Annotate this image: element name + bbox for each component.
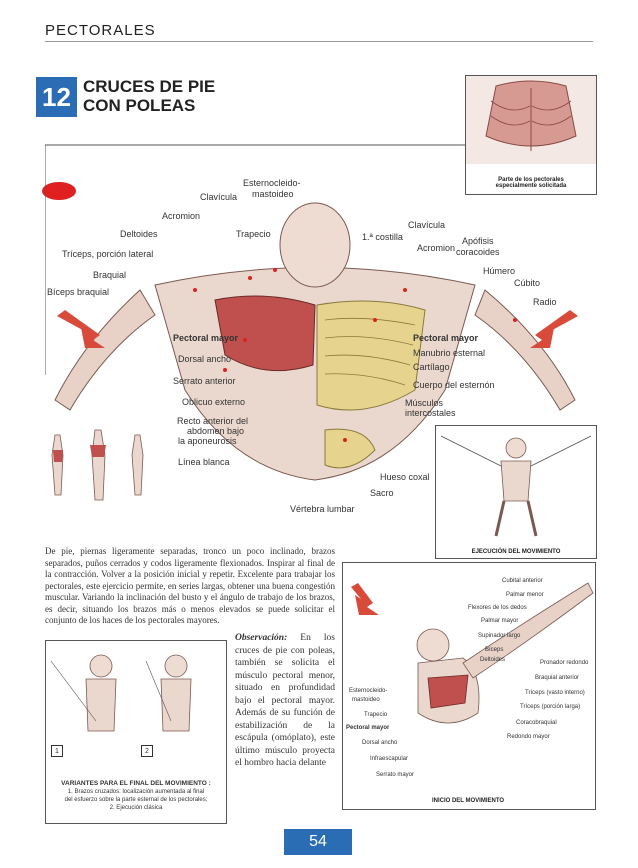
label-linea: Línea blanca [178, 457, 230, 467]
variants-caption-1b: del esfuerzo sobre la parte esternal de … [64, 797, 208, 803]
start-label-cubital: Cubital anterior [502, 578, 543, 584]
label-manubrio: Manubrio esternal [413, 348, 486, 358]
variants-caption-1: 1. Brazos cruzados: localización aumenta… [67, 789, 205, 795]
inset-execution: EJECUCIÓN DEL MOVIMIENTO [435, 425, 597, 559]
start-label-supinador: Supinador largo [478, 633, 521, 639]
start-label-deltoides: Deltoides [480, 657, 506, 663]
start-label-infra: Infraescapular [370, 756, 409, 762]
label-recto-3: la aponeurosis [178, 436, 237, 446]
label-dorsal: Dorsal ancho [178, 354, 232, 364]
variants-caption-title: VARIANTES PARA EL FINAL DEL MOVIMIENTO : [61, 780, 211, 787]
description-paragraph: De pie, piernas ligeramente separadas, t… [45, 546, 335, 625]
label-deltoides: Deltoides [120, 229, 158, 239]
label-vertebra: Vértebra lumbar [290, 504, 355, 514]
observation-text: En los cruces de pie con poleas, también… [235, 633, 335, 768]
label-trapecio: Trapecio [236, 229, 271, 239]
start-label-trapecio: Trapecio [364, 712, 388, 718]
label-costilla: 1.ª costilla [362, 232, 403, 242]
variants-illustration [50, 654, 192, 732]
variants-caption: VARIANTES PARA EL FINAL DEL MOVIMIENTO :… [46, 780, 226, 812]
small-muscle-figures [51, 429, 144, 501]
execution-caption: EJECUCIÓN DEL MOVIMIENTO [471, 549, 561, 555]
label-clavicula-right: Clavícula [408, 220, 446, 230]
label-sacro: Sacro [370, 488, 394, 498]
variant-tag-2: 2 [141, 745, 153, 757]
label-serrato: Serrato anterior [173, 376, 236, 386]
variant-tag-1: 1 [51, 745, 63, 757]
inset-caption: Parte de los pectorales especialmente so… [466, 177, 596, 189]
label-pectoral-mayor-right: Pectoral mayor [413, 333, 479, 343]
exercise-title-line2: CON POLEAS [83, 96, 196, 115]
section-header: PECTORALES [45, 22, 156, 39]
inset-caption-line1: Parte de los pectorales [498, 177, 564, 183]
label-clavicula-left: Clavícula [200, 192, 238, 202]
start-label-esterno-1: Esternocleido- [349, 688, 388, 694]
start-label-triceps-larga: Tríceps (porción larga) [520, 704, 581, 710]
execution-illustration [440, 435, 592, 537]
label-musculos-2: intercostales [405, 408, 456, 418]
chest-highlight-illustration [466, 76, 596, 164]
start-movement-illustration [351, 582, 594, 724]
label-triceps-lateral: Tríceps, porción lateral [62, 249, 154, 259]
inset-variants: 1 2 VARIANTES PARA EL FINAL DEL MOVIMIEN… [45, 640, 227, 824]
inset-caption-line2: especialmente solicitada [495, 183, 567, 189]
page-number: 54 [284, 829, 352, 855]
start-label-pectoral: Pectoral mayor [346, 725, 390, 731]
exercise-number-badge: 12 [36, 77, 77, 117]
start-label-coraco: Coracobraquial [516, 720, 557, 726]
label-acromion-left: Acromion [162, 211, 201, 221]
label-humero: Húmero [483, 266, 516, 276]
label-braquial: Braquial [93, 270, 127, 280]
start-label-serrato: Serrato mayor [376, 772, 415, 778]
label-oblicuo: Oblicuo externo [182, 397, 246, 407]
main-anatomy-illustration [54, 202, 578, 481]
header-divider [45, 41, 593, 42]
label-musculos-1: Músculos [405, 398, 444, 408]
inset-pectoral-highlight: Parte de los pectorales especialmente so… [465, 75, 597, 195]
start-label-redondo: Redondo mayor [507, 734, 550, 740]
label-apofisis: Apófisis [462, 236, 494, 246]
start-label-esterno-2: mastoideo [352, 697, 380, 703]
label-pectoral-mayor-left: Pectoral mayor [173, 333, 239, 343]
label-esterno-2: mastoideo [252, 189, 294, 199]
label-cubito: Cúbito [514, 278, 541, 288]
label-cartilago: Cartílago [413, 362, 450, 372]
label-cuerpo: Cuerpo del esternón [413, 380, 495, 390]
start-label-braquial: Braquial anterior [535, 675, 580, 681]
start-label-biceps: Bíceps [485, 647, 504, 653]
start-label-triceps-vasto: Tríceps (vasto interno) [525, 690, 585, 696]
start-label-palmar-mayor: Palmar mayor [481, 618, 519, 624]
start-label-flexores: Flexores de los dedos [468, 605, 527, 611]
start-caption: INICIO DEL MOVIMIENTO [431, 798, 505, 804]
exercise-title: CRUCES DE PIE CON POLEAS [83, 77, 253, 115]
exercise-title-line1: CRUCES DE PIE [83, 77, 216, 96]
inset-start-movement [342, 562, 596, 810]
variants-caption-2: 2. Ejecución clásica [109, 805, 163, 811]
observation-label: Observación: [235, 633, 288, 643]
label-acromion-right: Acromion [417, 243, 456, 253]
label-recto-2: abdomen bajo [187, 426, 245, 436]
start-label-palmar-menor: Palmar menor [506, 592, 544, 598]
red-marker-icon [42, 182, 76, 200]
label-hueso: Hueso coxal [380, 472, 430, 482]
label-biceps: Bíceps braquial [47, 287, 110, 297]
label-esterno: Esternocleido- [243, 178, 301, 188]
frame-lines [45, 144, 465, 375]
label-radio: Radio [533, 297, 557, 307]
observation-paragraph: Observación: En los cruces de pie con po… [235, 632, 335, 770]
start-label-pronador: Pronador redondo [540, 660, 589, 666]
label-coracoides: coracoides [456, 247, 500, 257]
label-recto-1: Recto anterior del [177, 416, 249, 426]
start-label-dorsal: Dorsal ancho [362, 740, 398, 746]
